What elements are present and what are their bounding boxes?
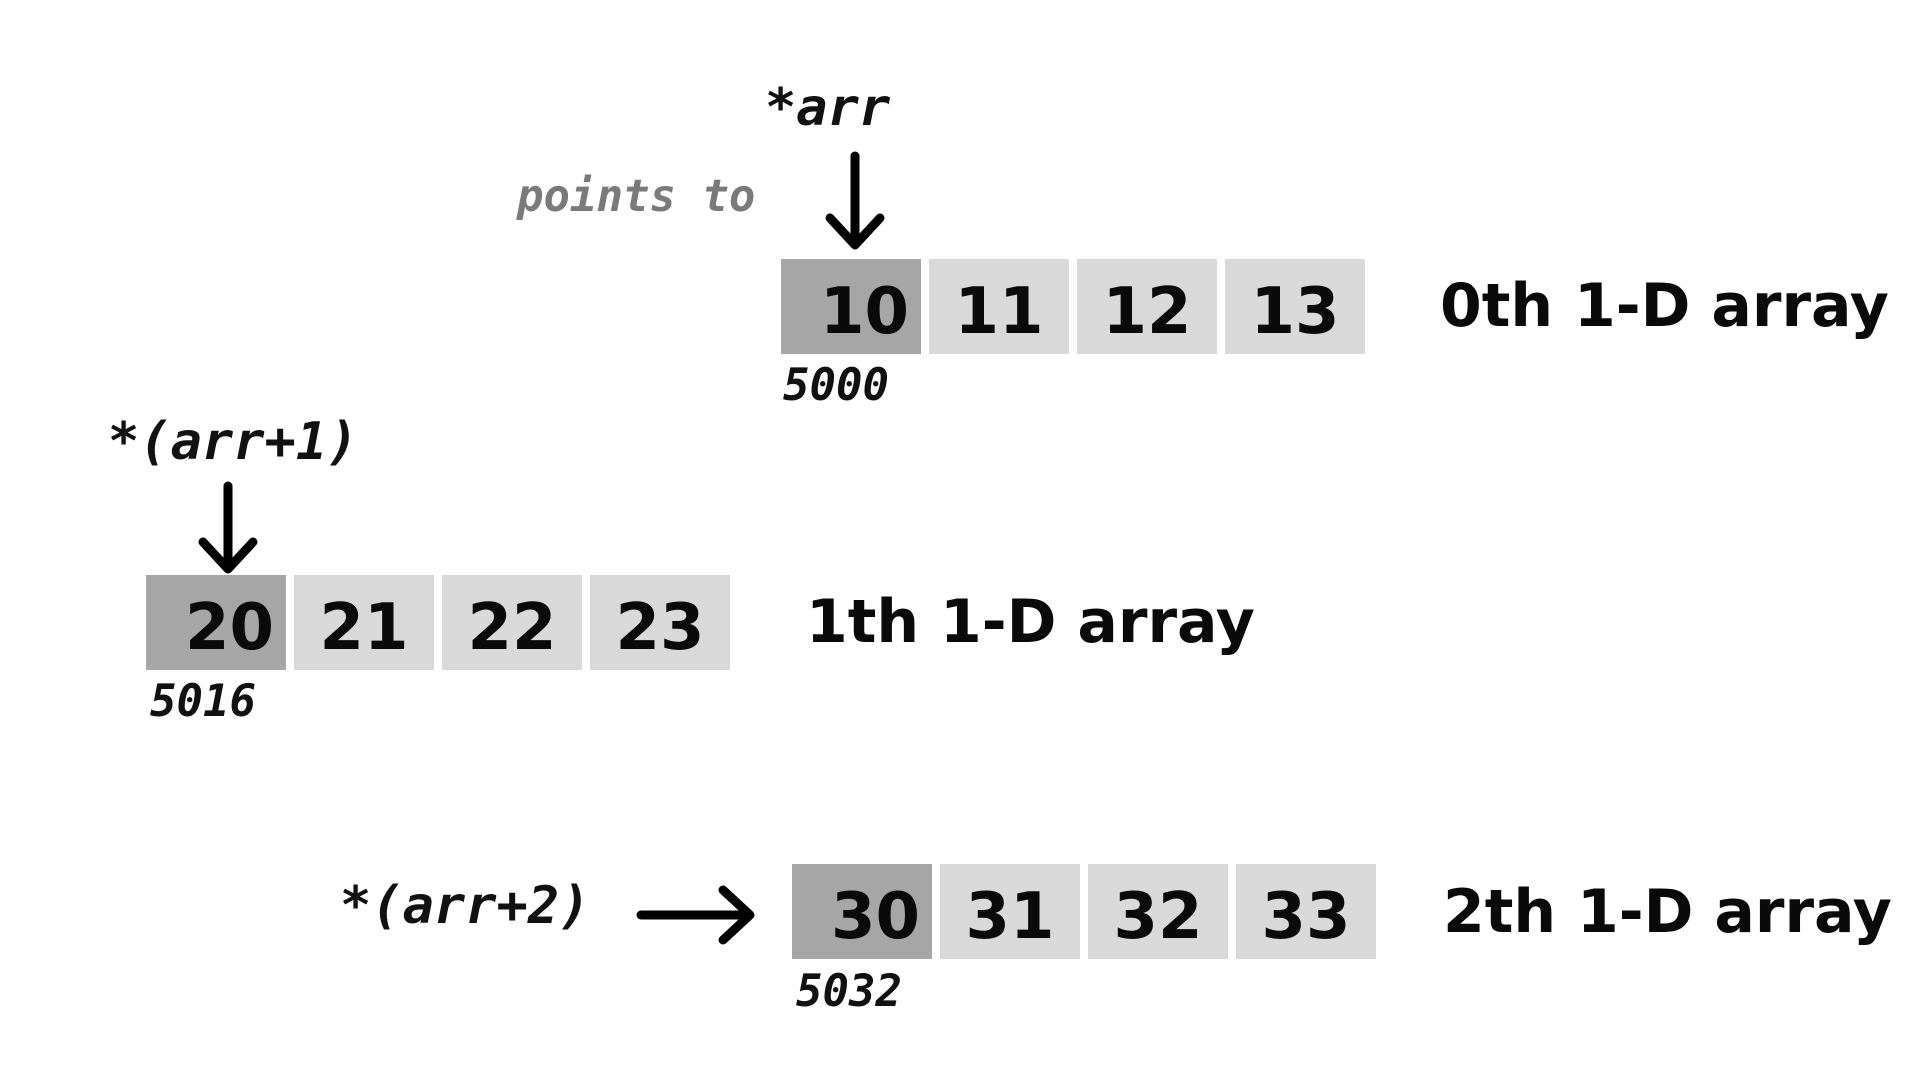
row0-cell-3: 13 [1225, 259, 1365, 354]
row1-cell-1: 21 [294, 575, 434, 670]
row2-pointer-label: *(arr+2) [340, 876, 591, 936]
row0-cell-1: 11 [929, 259, 1069, 354]
row2-cell-3: 33 [1236, 864, 1376, 959]
row1-cell-0: 20 [146, 575, 286, 670]
row2-cells: 30 31 32 33 [792, 864, 1376, 959]
row2-cell-1: 31 [940, 864, 1080, 959]
row0-title: 0th 1-D array [1440, 271, 1889, 341]
row1-down-arrow-icon [198, 481, 258, 574]
row0-cell-0: 10 [781, 259, 921, 354]
row2-right-arrow-icon [636, 885, 755, 945]
row1-pointer-label: *(arr+1) [108, 412, 359, 472]
row1-cells: 20 21 22 23 [146, 575, 730, 670]
row1-address: 5016 [150, 676, 256, 727]
row1-title: 1th 1-D array [806, 587, 1255, 657]
row1-cell-3: 23 [590, 575, 730, 670]
row0-cell-2: 12 [1077, 259, 1217, 354]
row1-cell-2: 22 [442, 575, 582, 670]
row0-cells: 10 11 12 13 [781, 259, 1365, 354]
row2-cell-0: 30 [792, 864, 932, 959]
row0-pointer-label: *arr [765, 78, 891, 138]
points-to-label: points to [517, 171, 756, 222]
row0-address: 5000 [783, 360, 889, 411]
row0-down-arrow-icon [825, 151, 885, 250]
row2-address: 5032 [796, 966, 902, 1017]
row2-cell-2: 32 [1088, 864, 1228, 959]
row2-title: 2th 1-D array [1443, 877, 1892, 947]
